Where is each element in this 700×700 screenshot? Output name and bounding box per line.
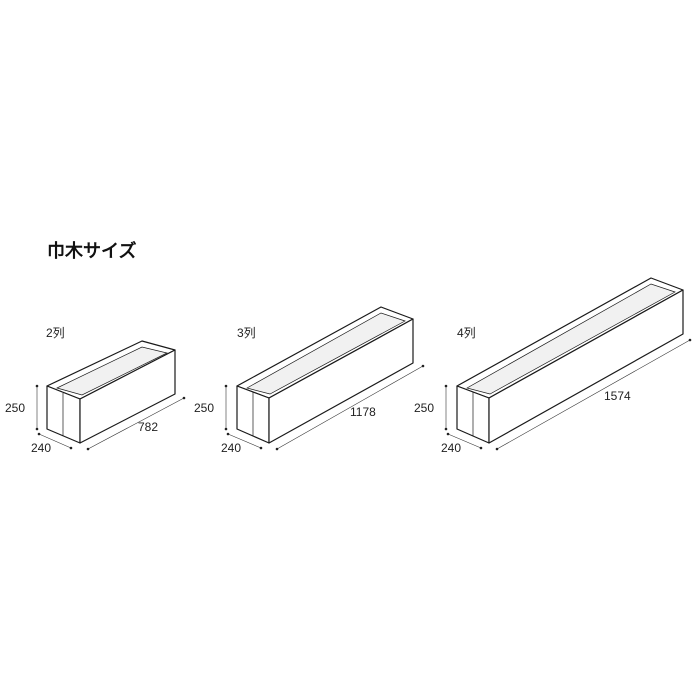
box-3-rows-height: 250 (194, 401, 214, 415)
box-3-rows-side (268, 318, 414, 444)
box-4-rows-label: 4列 (457, 326, 476, 340)
box-3-rows: 3列 250 240 1178 (194, 306, 425, 455)
box-2-rows-depth: 240 (31, 441, 51, 455)
box-4-rows-depth: 240 (441, 441, 461, 455)
box-3-rows-depth: 240 (221, 441, 241, 455)
box-4-rows-depth-dim-line (447, 433, 482, 449)
box-3-rows-opening (246, 312, 406, 395)
box-2-rows-depth-dim-line (38, 433, 72, 449)
box-4-rows-length-dim-line (496, 339, 691, 450)
box-2-rows-length-dim-line (87, 397, 185, 450)
box-2-rows-length: 782 (138, 420, 158, 434)
box-2-rows-label: 2列 (46, 326, 65, 340)
box-2-rows-height: 250 (5, 401, 25, 415)
box-2-rows-side (79, 349, 176, 444)
diagram-title: 巾木サイズ (47, 240, 136, 262)
box-4-rows: 4列 250 240 1574 (414, 277, 692, 455)
box-4-rows-length: 1574 (604, 389, 631, 403)
box-3-rows-label: 3列 (237, 326, 256, 340)
box-4-rows-opening (466, 283, 676, 395)
box-3-rows-length: 1178 (350, 405, 376, 419)
box-2-rows-opening (56, 346, 169, 396)
box-4-rows-side (488, 289, 684, 444)
box-3-rows-length-dim-line (276, 365, 424, 450)
box-4-rows-height: 250 (414, 401, 434, 415)
box-3-rows-depth-dim-line (227, 433, 262, 449)
box-2-rows: 2列 250 240 782 (5, 326, 186, 455)
